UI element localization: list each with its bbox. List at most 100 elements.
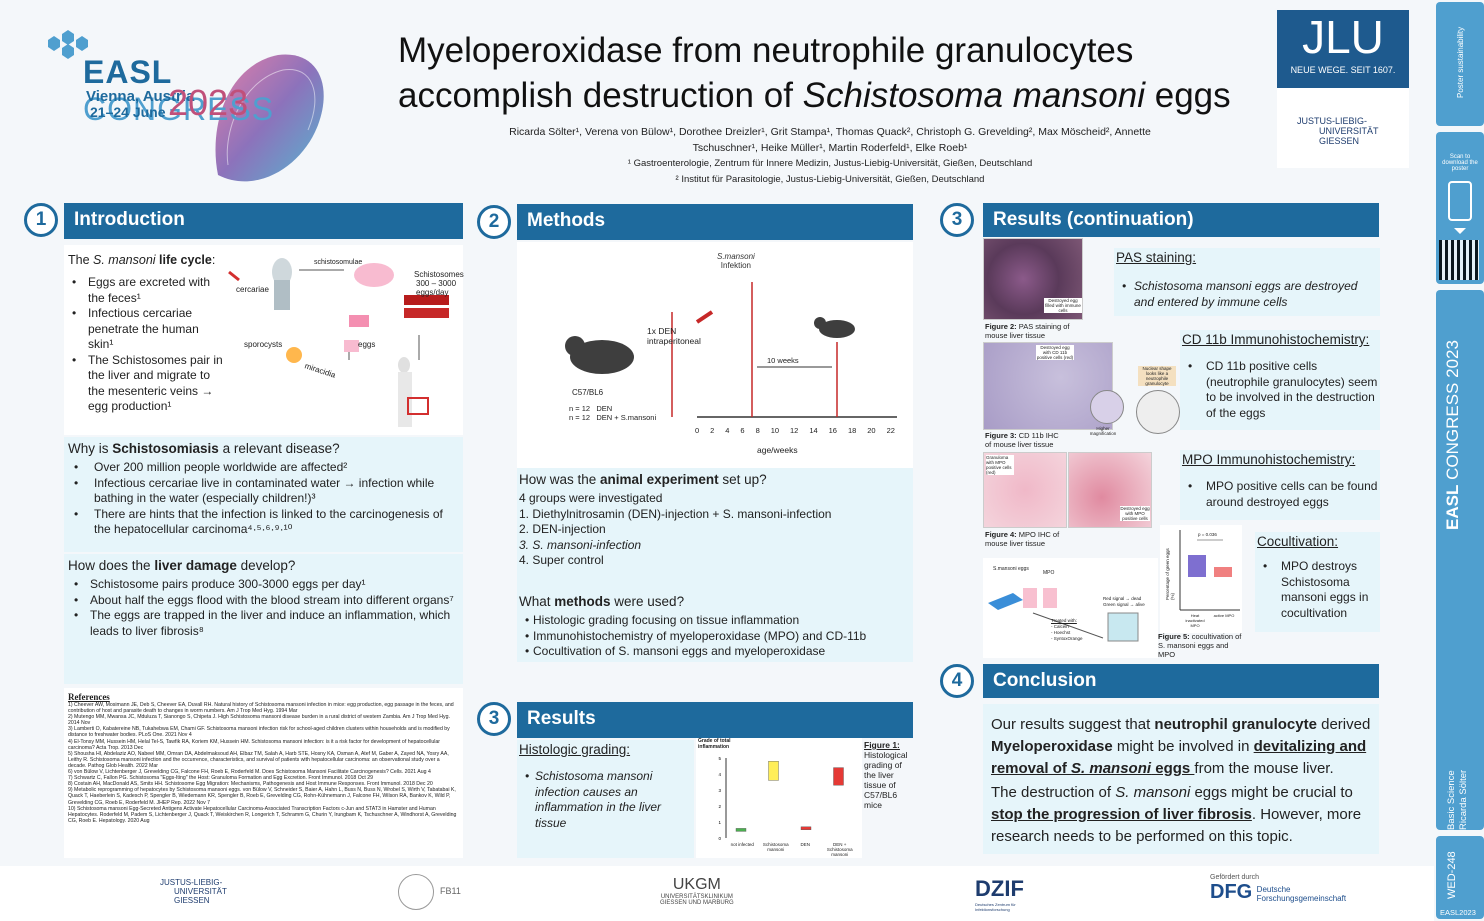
strain-label: C57/BL6 (572, 388, 604, 397)
fig4-ann1: Granuloma with MPO positive cells (red) (986, 455, 1014, 475)
tick-label: 3 (718, 788, 721, 793)
list-item: The Schistosomes pair in the liver and m… (66, 353, 226, 415)
list-item: Immunohistochemistry of myeloperoxidase … (519, 629, 911, 645)
ribbon-graphic (215, 54, 324, 182)
fig3-caption: Figure 3: CD 11b IHC of mouse liver tiss… (985, 431, 1059, 449)
jlu-logo: JLU NEUE WEGE. SEIT 1607. JUSTUS-LIEBIG-… (1277, 10, 1409, 168)
chart-bar (768, 761, 779, 781)
cercariae-label: cercariae (236, 285, 269, 294)
list-item: Histologic grading focusing on tissue in… (519, 613, 911, 629)
animal-panel: How was the animal experiment set up? 4 … (517, 468, 913, 592)
fig2-annotation: Destroyed egg filled with immune cells (1044, 298, 1082, 313)
fig2-caption: Figure 2: PAS staining of mouse liver ti… (985, 322, 1070, 340)
qr-code[interactable] (1439, 240, 1479, 280)
chart-bar (735, 828, 747, 832)
list-item: Eggs are excreted with the feces¹ (66, 275, 226, 306)
weeks-label: 10 weeks (767, 356, 799, 365)
list-item: Cocultivation of S. mansoni eggs and mye… (519, 644, 911, 660)
congress-city: Vienna, Austria (86, 88, 195, 105)
fig3-mag: Higher magnification (1089, 426, 1117, 436)
conclusion-p1: Our results suggest that neutrophil gran… (991, 716, 1371, 777)
poster-title: Myeloperoxidase from neutrophile granulo… (398, 31, 1231, 115)
conclusion-panel: Our results suggest that neutrophil gran… (983, 704, 1379, 854)
fig5-caption: Figure 5: cocultivation of S. mansoni eg… (1158, 632, 1242, 659)
list-item: There are hints that the infection is li… (68, 507, 455, 538)
list-item: Schistosoma mansoni eggs are destroyed a… (1116, 279, 1378, 310)
list-item: CD 11b positive cells (neutrophile granu… (1182, 359, 1378, 421)
list-item: MPO positive cells can be found around d… (1182, 479, 1378, 510)
fig4-ann2: Destroyed egg with MPO positive cells (1120, 506, 1150, 521)
easl-logo: EASL CONGRESS Vienna, Austria 21–24 June… (38, 30, 338, 195)
list-item: 1. Diethylnitrosamin (DEN)-injection + S… (519, 506, 832, 521)
congress-year: 2023 (168, 82, 249, 123)
sidebar-sustainability: Poster sustainability (1436, 2, 1484, 126)
list-item: Over 200 million people worldwide are af… (68, 460, 455, 476)
section-number-1: 1 (24, 203, 58, 237)
lifecycle-diagram (228, 258, 449, 427)
mpo-panel: MPO Immunohistochemistry: MPO positive c… (1180, 450, 1380, 520)
list-item: 4. Super control (519, 553, 604, 567)
section-number-3: 3 (477, 702, 511, 736)
tick-label: 1 (718, 820, 721, 825)
sidebar-download[interactable]: Scan to download the poster (1436, 132, 1484, 284)
sporocysts-label: sporocysts (244, 340, 283, 349)
tick-label: 0 (718, 836, 721, 841)
schistosomes-label: Schistosomes (414, 270, 464, 279)
chart-bar (800, 826, 812, 831)
cd11b-nucleus (1136, 390, 1180, 434)
congress-dates: 21–24 June (90, 104, 166, 120)
jlu-big: JLU (1302, 11, 1384, 63)
eggsday-label: 300 – 3000 eggs/day (416, 279, 457, 297)
chart-bar (833, 767, 844, 786)
methods-panel: What methods were used? Histologic gradi… (517, 592, 913, 662)
list-item: Schistosome pairs produce 300-3000 eggs … (68, 577, 459, 593)
grading-panel: Histologic grading: Schistosoma mansoni … (517, 740, 694, 858)
list-item: 3. S. mansoni-infection (519, 537, 642, 552)
tick-label: 5 (718, 756, 721, 761)
cocult-panel: Cocultivation: MPO destroys Schistosoma … (1255, 532, 1380, 632)
list-item: Infectious cercariae penetrate the human… (66, 306, 226, 353)
schistosomulae-label: schistosomulae (314, 259, 363, 266)
list-item: MPO destroys Schistosoma mansoni eggs in… (1257, 559, 1378, 621)
results-cont-header: Results (continuation) (983, 203, 1379, 237)
list-item: The eggs are trapped in the liver and in… (68, 608, 459, 639)
axis-label: age/weeks (757, 445, 798, 455)
lifecycle-list: Eggs are excreted with the feces¹ Infect… (66, 275, 226, 415)
list-item: 2. DEN-injection (519, 522, 606, 536)
footer-fb: FB11 (440, 886, 461, 896)
lifecycle-panel: The S. mansoni life cycle: Eggs are excr… (64, 245, 464, 435)
fig1-caption: Figure 1:Histological grading of the liv… (864, 740, 908, 810)
fig3-annotation: Destroyed egg with CD 11b positive cells… (1036, 345, 1074, 360)
introduction-header: Introduction (64, 203, 463, 239)
timeline-diagram (565, 282, 897, 418)
sidebar-code: WED-248 EASL2023 (1436, 836, 1484, 919)
section-number-3b: 3 (940, 203, 974, 237)
congress-text: CONGRESS (83, 91, 275, 127)
damage-panel: How does the liver damage develop? Schis… (64, 554, 463, 684)
easl-text: EASL (83, 54, 172, 90)
cocult-chart: p = 0.036 Percentage of green eggs (%) H… (1160, 525, 1242, 633)
references-panel: References 1) Cheever AW, Mosimann JE, D… (64, 688, 463, 858)
seal-icon (398, 874, 434, 910)
results-header: Results (517, 702, 913, 738)
cd11b-panel: CD 11b Immunohistochemistry: CD 11b posi… (1180, 330, 1380, 430)
easl-hex-icon (48, 30, 88, 59)
list-item: Infectious cercariae live in contaminate… (68, 476, 455, 507)
conclusion-p2: The destruction of S. mansoni eggs might… (991, 784, 1362, 845)
list-item: Schistosoma mansoni infection causes an … (519, 769, 692, 831)
phone-icon (1448, 181, 1472, 234)
